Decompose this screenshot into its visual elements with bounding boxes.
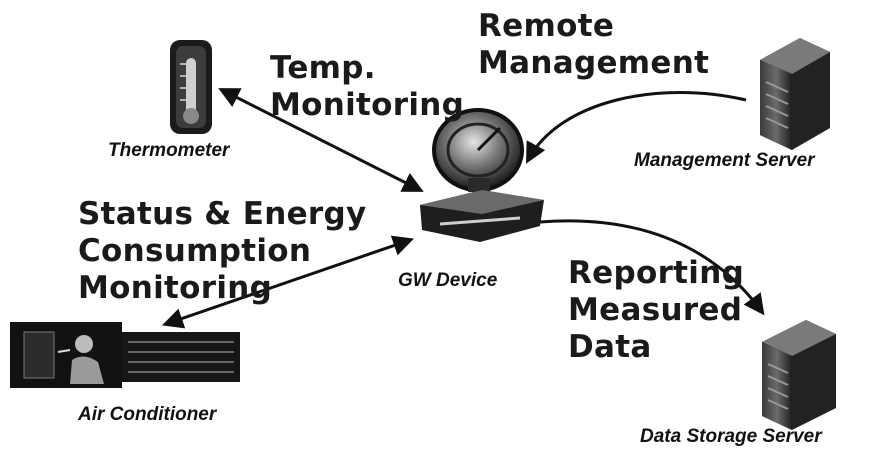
temp-monitoring-label: Temp. Monitoring: [270, 50, 465, 123]
data-storage-server-icon: [762, 320, 836, 430]
remote-management-label: Remote Management: [478, 8, 710, 81]
air-conditioner-link-arrow: [162, 235, 414, 329]
reporting-label: Reporting Measured Data: [568, 255, 745, 365]
management-server-icon: [760, 38, 830, 150]
thermometer-link-arrow: [218, 88, 424, 192]
air-conditioner-label: Air Conditioner: [78, 404, 217, 425]
data-storage-server-label: Data Storage Server: [640, 426, 822, 447]
reporting-arrow: [539, 219, 765, 316]
air-conditioner-icon: [10, 322, 240, 388]
thermometer-icon: [170, 40, 212, 134]
status-energy-label: Status & Energy Consumption Monitoring: [78, 196, 367, 306]
gw-device-icon: [420, 108, 544, 242]
thermometer-label: Thermometer: [108, 140, 230, 161]
management-server-label: Management Server: [634, 150, 815, 171]
remote-management-arrow: [526, 91, 747, 164]
gw-device-label: GW Device: [398, 270, 498, 291]
